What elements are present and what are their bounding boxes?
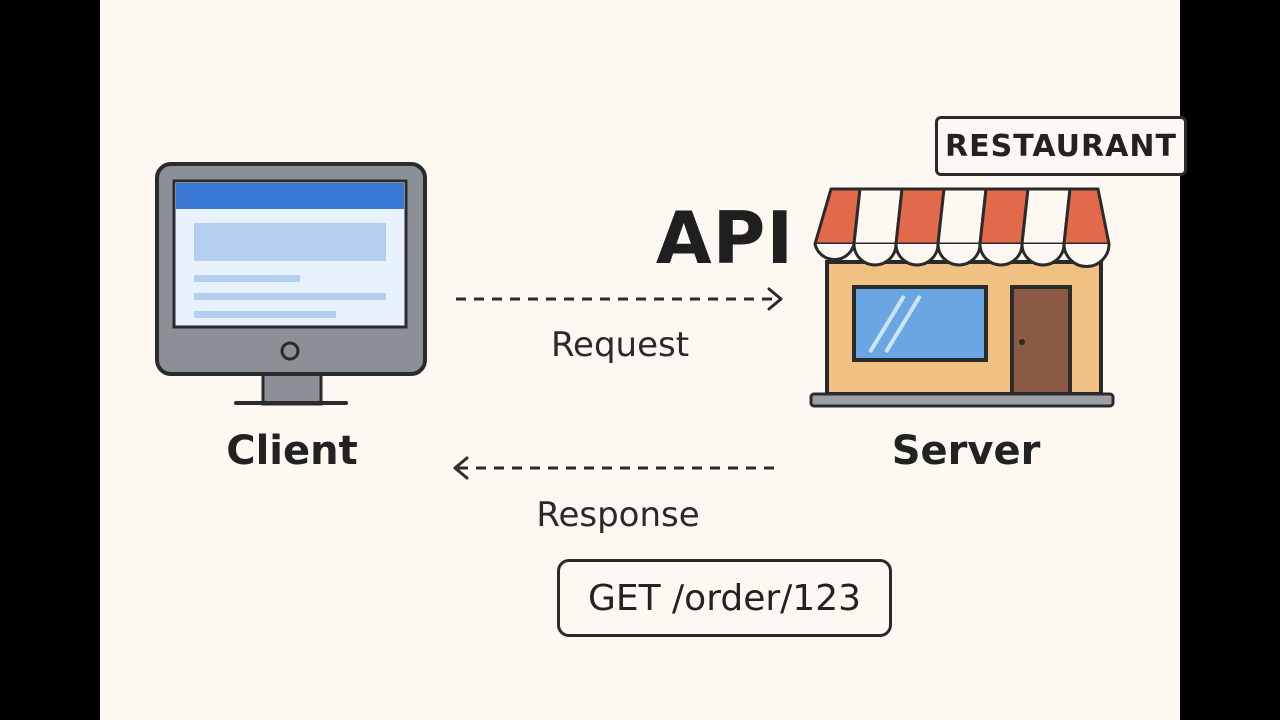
screen-text-line (194, 311, 336, 318)
restaurant-sign: RESTAURANT (935, 116, 1187, 176)
shop-base (809, 392, 1115, 408)
diagram-title: API (655, 196, 795, 280)
awning-stripe (936, 187, 988, 246)
diagram-graphics (155, 162, 1115, 480)
screen-header-bar (176, 183, 404, 209)
awning-stripe (978, 187, 1030, 246)
awning-scallop-fill (857, 244, 893, 257)
request-arrow (456, 287, 783, 311)
arrowhead-left-icon (453, 456, 469, 480)
server-label: Server (891, 428, 1041, 474)
request-label: Request (550, 325, 690, 365)
example-request-text: GET /order/123 (587, 577, 862, 619)
monitor-icon (155, 162, 427, 406)
response-label: Response (536, 495, 700, 535)
screen-content-block (194, 223, 386, 261)
example-request-box: GET /order/123 (557, 559, 892, 637)
screen-text-line (194, 275, 300, 282)
storefront-icon (809, 187, 1115, 408)
window-glare (868, 294, 906, 354)
monitor-power-button (280, 341, 300, 361)
diagram-canvas: API RESTAURANT Client Server Request Res… (100, 0, 1187, 720)
arrowhead-right-icon (767, 287, 783, 311)
screen-text-line (194, 293, 386, 300)
awning-stripe (1062, 187, 1111, 246)
awning-stripe (1020, 187, 1072, 246)
window-glare (884, 294, 922, 354)
response-arrow (453, 456, 782, 480)
client-label: Client (226, 428, 358, 474)
monitor-stand-neck (261, 370, 323, 406)
door-knob (1019, 339, 1025, 345)
